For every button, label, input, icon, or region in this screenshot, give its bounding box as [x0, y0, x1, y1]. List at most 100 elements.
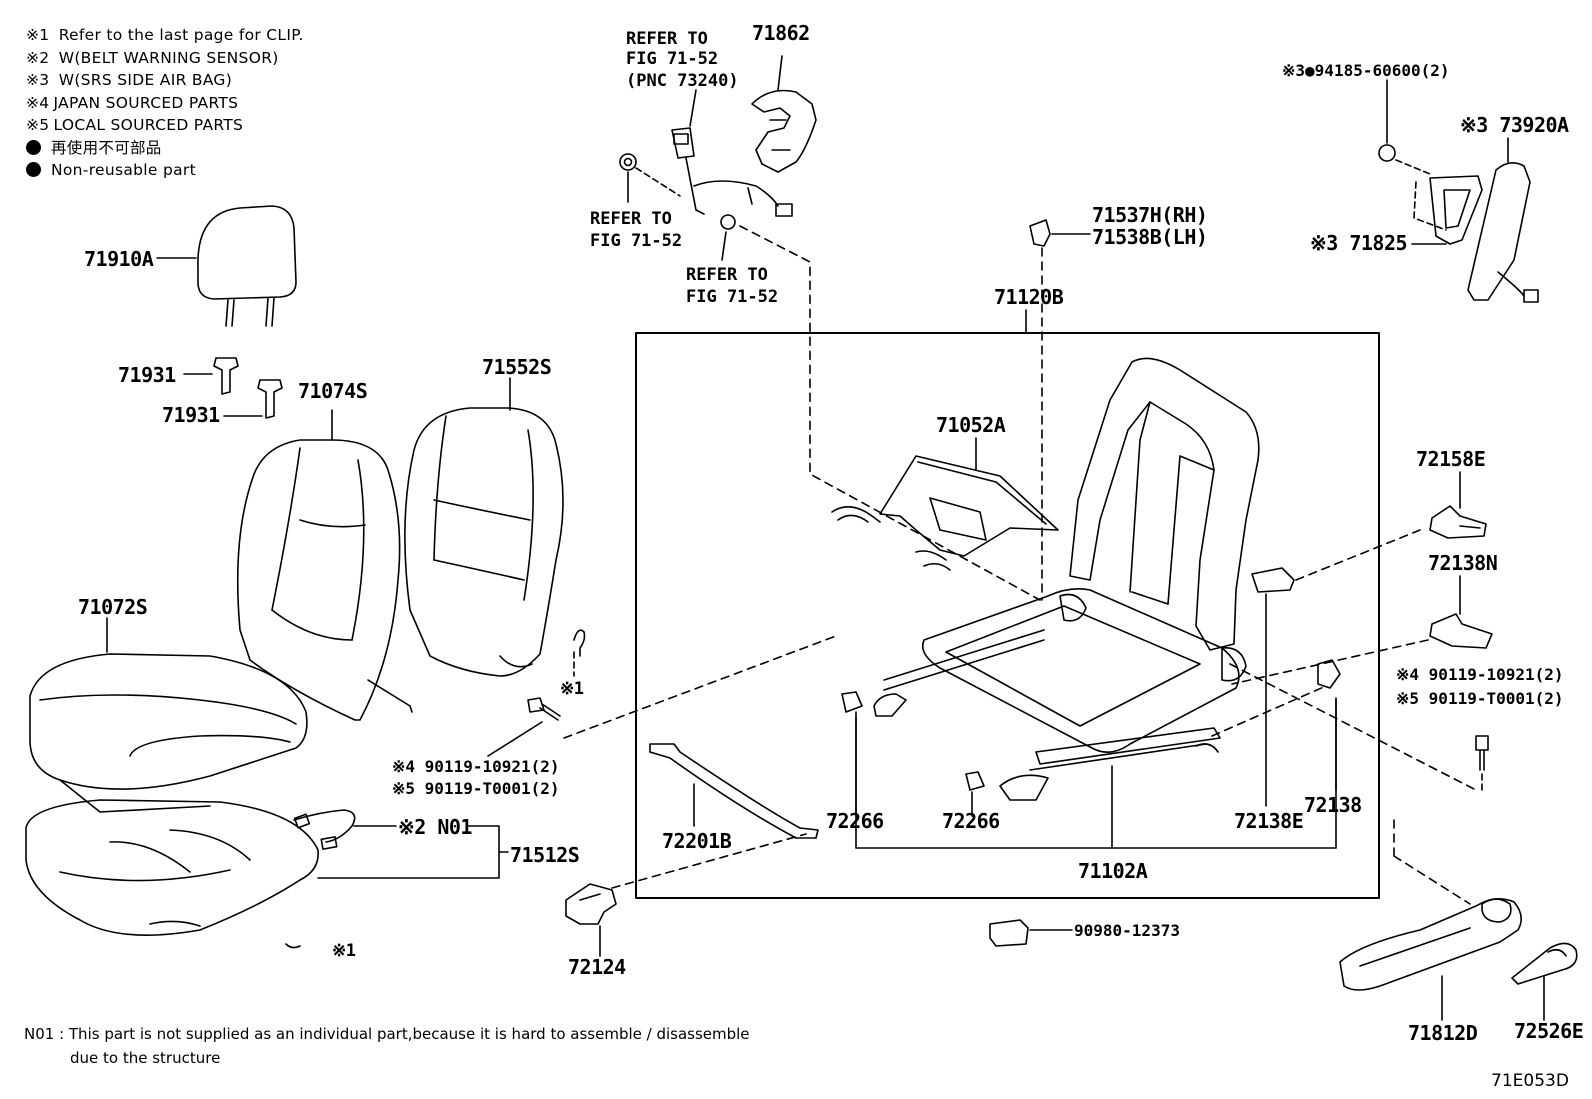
seat-frame-assembly-box [635, 332, 1380, 899]
refer-to-1: REFER TO [590, 209, 672, 229]
seat-frame [873, 357, 1260, 801]
cover-72138E [1251, 567, 1295, 593]
dash-94185 [1395, 159, 1431, 175]
clip-icon [573, 629, 586, 657]
cover-72138N [1429, 613, 1493, 649]
dash-71825 [1413, 181, 1447, 231]
refer-to-pnc: REFER TO [626, 29, 708, 49]
dash-72138N [1231, 639, 1429, 685]
refer-fig-2: FIG 71-52 [686, 287, 778, 307]
part-71931-a[interactable]: 71931 [118, 363, 177, 387]
part-72526E[interactable]: 72526E [1514, 1019, 1584, 1043]
bullet-icon-2 [26, 162, 41, 177]
part-71072S[interactable]: 71072S [78, 595, 148, 619]
airbag-bracket [1429, 175, 1483, 245]
leader-pnc [689, 89, 697, 127]
side-airbag [1467, 162, 1539, 303]
refer-fig-1: FIG 71-52 [590, 231, 682, 251]
legend-nonreusable-jp: 再使用不可部品 [26, 137, 304, 160]
refer-to-2: REFER TO [686, 265, 768, 285]
bolt-left-local[interactable]: ※5 90119-T0001(2) [392, 779, 560, 798]
dash-72138 [1211, 685, 1327, 737]
part-72266-a[interactable]: 72266 [826, 809, 884, 833]
part-71552S[interactable]: 71552S [482, 355, 552, 379]
part-72201B[interactable]: 72201B [662, 829, 732, 853]
part-71052A[interactable]: 71052A [936, 413, 1006, 437]
bolt-left-japan[interactable]: ※4 90119-10921(2) [392, 757, 560, 776]
part-71862[interactable]: 71862 [752, 21, 810, 45]
headrest [197, 205, 297, 327]
part-71931-b[interactable]: 71931 [162, 403, 221, 427]
part-71102A[interactable]: 71102A [1078, 859, 1148, 883]
cover-72158E [1429, 505, 1487, 539]
part-72138N[interactable]: 72138N [1428, 551, 1498, 575]
seat-belt-buckle [671, 127, 793, 217]
legend-item-1: ※1 Refer to the last page for CLIP. [26, 26, 304, 44]
legend: ※1 Refer to the last page for CLIP. ※2 W… [26, 24, 304, 182]
dash-bolt-left [563, 635, 837, 739]
bolt-right [1475, 735, 1489, 771]
part-71910A[interactable]: 71910A [84, 247, 154, 271]
nut-icon-1 [619, 153, 637, 171]
part-71812D[interactable]: 71812D [1408, 1021, 1478, 1045]
leader-bolt-left [487, 721, 543, 757]
part-71120B[interactable]: 71120B [994, 285, 1064, 309]
recliner-knob [1511, 942, 1578, 985]
cable-rod [649, 743, 819, 839]
part-72158E[interactable]: 72158E [1416, 447, 1486, 471]
trim-clip [1029, 219, 1051, 247]
side-shield [1339, 898, 1522, 991]
part-72266-b[interactable]: 72266 [942, 809, 1000, 833]
headrest-support [213, 357, 283, 419]
nut-hole-1 [623, 157, 633, 167]
part-72138[interactable]: 72138 [1304, 793, 1362, 817]
part-71537H[interactable]: 71537H(RH) [1092, 203, 1208, 227]
leader-refer2 [721, 231, 727, 261]
bolt-right-japan[interactable]: ※4 90119-10921(2) [1396, 665, 1564, 684]
leader-71862 [777, 55, 783, 91]
belt-guide-bracket [751, 89, 817, 173]
nut-icon-2 [720, 214, 736, 230]
connector [989, 919, 1029, 947]
cover-72266a [841, 691, 863, 713]
part-94185-60600[interactable]: ※3●94185-60600(2) [1282, 61, 1450, 80]
part-72138E[interactable]: 72138E [1234, 809, 1304, 833]
dash-72124 [611, 833, 807, 889]
seatback-cover [236, 439, 413, 721]
bullet-icon [26, 139, 41, 155]
cover-72266b [965, 771, 985, 791]
legend-nonreusable-en: Non-reusable part [26, 159, 304, 182]
cover-72138 [1317, 659, 1341, 689]
dash-bolt-right-b [1229, 663, 1477, 791]
part-72124[interactable]: 72124 [568, 955, 627, 979]
bolt-left [527, 697, 561, 721]
part-71512S[interactable]: 71512S [510, 843, 580, 867]
clip-icon-2 [285, 943, 301, 949]
legend-item-2: ※2 W(BELT WARNING SENSOR) [26, 48, 279, 67]
legend-item-3: ※3 W(SRS SIDE AIR BAG) [26, 71, 233, 89]
bolt-right-local[interactable]: ※5 90119-T0001(2) [1396, 689, 1564, 708]
footnote: N01 : This part is not supplied as an in… [24, 1022, 750, 1070]
part-71538B[interactable]: 71538B(LH) [1092, 225, 1208, 249]
part-N01[interactable]: ※2 N01 [398, 815, 473, 839]
clip-ref-1: ※1 [560, 679, 584, 699]
refer-fig-pnc: FIG 71-52 [626, 49, 718, 69]
figure-code: 71E053D [1491, 1071, 1569, 1091]
part-71825[interactable]: ※3 71825 [1310, 231, 1408, 255]
part-71074S[interactable]: 71074S [298, 379, 368, 403]
belt-warning-sensor [293, 809, 356, 850]
nut-icon-airbag [1378, 144, 1396, 162]
dash-71812D-b [1393, 855, 1471, 905]
refer-pnc: (PNC 73240) [626, 71, 739, 91]
footnote-line-2: due to the structure [70, 1049, 221, 1067]
part-73920A[interactable]: ※3 73920A [1460, 113, 1570, 137]
part-90980-12373[interactable]: 90980-12373 [1074, 921, 1180, 940]
seatback-pad [404, 407, 564, 677]
clip-ref-2: ※1 [332, 941, 356, 961]
dash-72158E [1295, 529, 1421, 581]
footnote-line-1: N01 : This part is not supplied as an in… [24, 1025, 750, 1043]
hook-bracket [565, 883, 617, 925]
